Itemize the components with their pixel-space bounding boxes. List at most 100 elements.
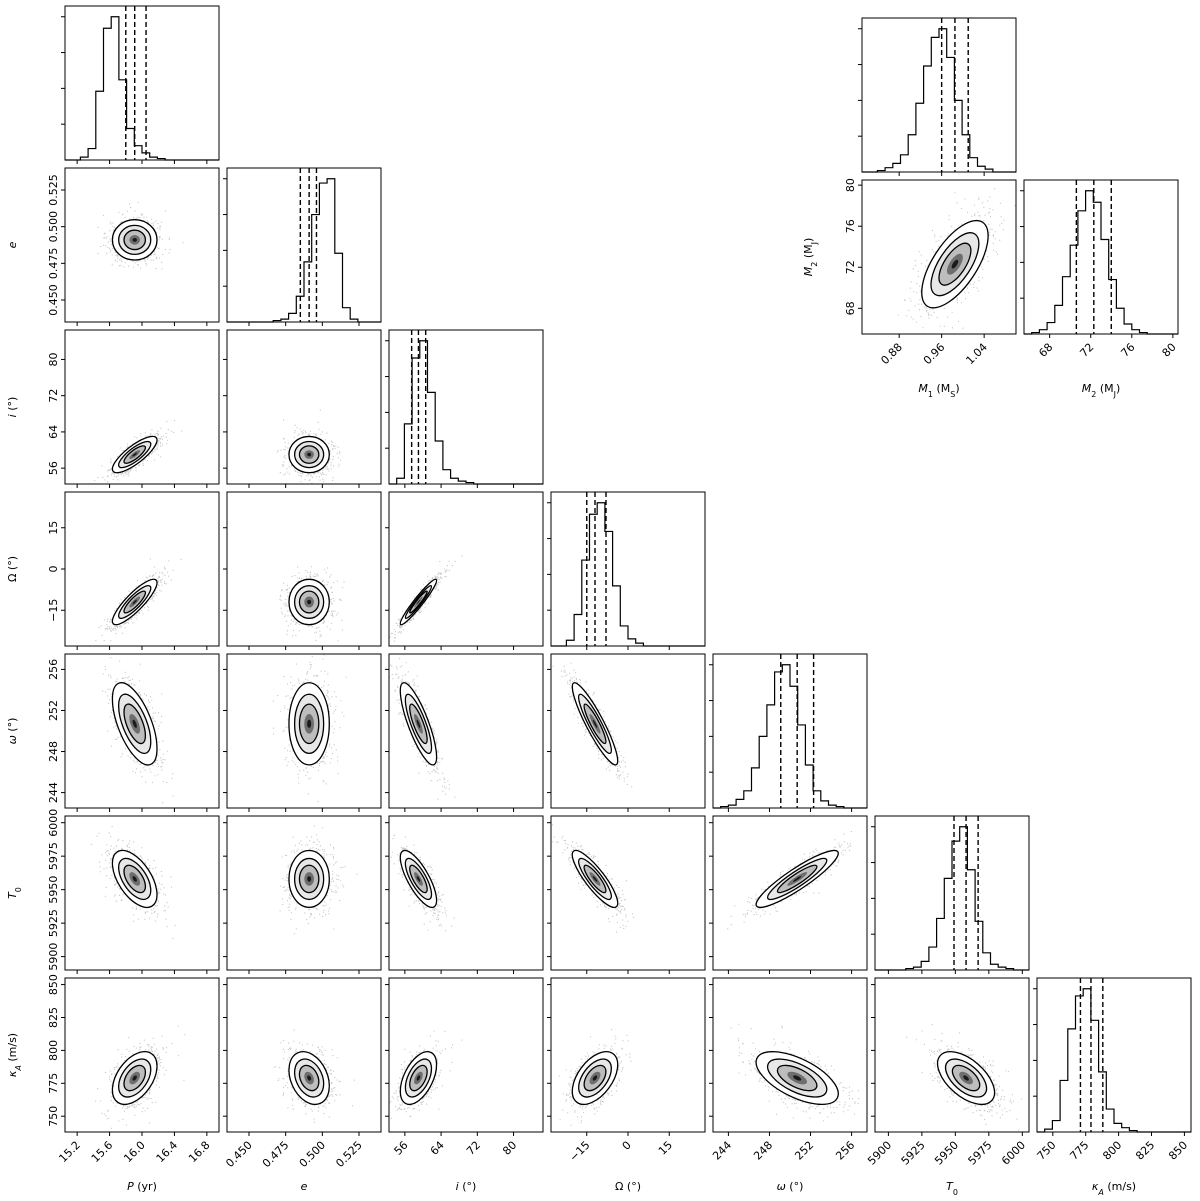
- y-tick-label-omega: 256: [47, 659, 60, 680]
- x-axis-label-omega: ω (°): [777, 1180, 804, 1193]
- density-contour: [793, 1075, 802, 1081]
- hist-T0-frame: [874, 815, 1030, 971]
- density-contour: [132, 1075, 137, 1081]
- x-tick-label-kA: 800: [1100, 1139, 1124, 1163]
- hist-i-frame: [388, 329, 544, 485]
- density-contour: [132, 719, 137, 728]
- x-axis-label-Omega: Ω (°): [615, 1180, 641, 1193]
- x-tick-label-P: 16.4: [154, 1139, 181, 1166]
- y-tick-label-i: 56: [47, 461, 60, 475]
- y-axis-label-e: e: [6, 241, 19, 248]
- y-axis-label-Omega: Ω (°): [6, 556, 19, 582]
- x-tick-label-omega: 244: [710, 1139, 734, 1163]
- panel-kA-vs-Omega-points: [558, 1028, 632, 1126]
- x-tick-label-M2: 76: [1118, 341, 1137, 360]
- x-tick-label-M2: 72: [1077, 341, 1096, 360]
- svg-text:κA (m/s): κA (m/s): [6, 1033, 23, 1077]
- y-tick-label-i: 64: [47, 425, 60, 439]
- y-axis-label-i: i (°): [6, 397, 19, 418]
- x-axis-label-M1: M1 (MS): [918, 382, 959, 399]
- x-tick-label-omega: 252: [792, 1139, 816, 1163]
- panel-T0-vs-omega-points: [727, 831, 852, 930]
- x-axis-label-e: e: [301, 1180, 308, 1193]
- svg-text:T0: T0: [946, 1180, 958, 1197]
- svg-text:i (°): i (°): [456, 1180, 477, 1193]
- svg-text:Ω (°): Ω (°): [6, 556, 19, 582]
- y-tick-label-T0: 5900: [47, 943, 60, 971]
- panel-T0-vs-Omega-points: [552, 824, 634, 933]
- x-tick-label-P: 15.2: [56, 1139, 83, 1166]
- y-tick-label-kA: 850: [47, 974, 60, 995]
- density-contour: [307, 599, 312, 605]
- panel-omega-vs-e-frame: [226, 653, 382, 809]
- y-tick-label-M2: 76: [844, 219, 857, 233]
- y-axis-label-kA: κA (m/s): [6, 1033, 23, 1077]
- hist-kA-frame: [1036, 977, 1192, 1133]
- x-tick-label-T0: 5950: [932, 1139, 961, 1168]
- x-tick-label-kA: 775: [1067, 1139, 1091, 1163]
- density-contour: [132, 599, 137, 605]
- x-tick-label-kA: 750: [1035, 1139, 1059, 1163]
- x-tick-label-Omega: 0: [620, 1139, 634, 1153]
- panel-T0-vs-i-frame: [388, 815, 544, 971]
- x-axis-label-i: i (°): [456, 1180, 477, 1193]
- density-contour: [307, 876, 312, 882]
- svg-text:κA (m/s): κA (m/s): [1092, 1180, 1136, 1197]
- panel-kA-vs-omega-points: [730, 1023, 860, 1122]
- x-tick-label-P: 15.6: [89, 1139, 116, 1166]
- density-contour: [963, 1075, 969, 1081]
- panel-kA-vs-T0-points: [906, 1024, 1023, 1131]
- panel-omega-vs-e-points: [272, 654, 347, 802]
- panel-e-vs-P-points: [97, 201, 184, 270]
- y-tick-label-M2: 80: [844, 178, 857, 192]
- density-contour: [793, 876, 802, 882]
- x-tick-label-omega: 248: [751, 1139, 775, 1163]
- y-tick-label-Omega: 15: [47, 521, 60, 535]
- density-contour: [307, 1075, 312, 1081]
- y-tick-label-i: 72: [47, 389, 60, 403]
- panel-Omega-vs-e-points: [279, 566, 345, 642]
- y-tick-label-M2: 72: [844, 260, 857, 274]
- y-tick-label-Omega: −15: [47, 599, 60, 622]
- panel-M2-vs-M1-frame: [861, 179, 1017, 335]
- x-tick-label-T0: 5925: [899, 1139, 928, 1168]
- y-tick-label-kA: 775: [47, 1073, 60, 1094]
- density-contour: [592, 719, 598, 728]
- hist-T0-histogram: [875, 826, 1029, 971]
- y-tick-label-kA: 800: [47, 1040, 60, 1061]
- x-tick-label-i: 56: [392, 1139, 411, 1158]
- svg-text:M2 (MJ): M2 (MJ): [1082, 382, 1121, 399]
- panel-T0-vs-P-points: [90, 826, 176, 939]
- hist-Omega-histogram: [551, 502, 705, 647]
- x-tick-label-e: 0.525: [333, 1139, 364, 1170]
- hist-M1-frame: [861, 17, 1017, 173]
- svg-text:i (°): i (°): [6, 397, 19, 418]
- y-tick-label-T0: 5975: [47, 842, 60, 870]
- density-contour: [132, 237, 137, 242]
- svg-text:P (yr): P (yr): [127, 1180, 157, 1193]
- x-tick-label-M1: 0.88: [878, 341, 905, 368]
- x-tick-label-Omega: 15: [656, 1139, 675, 1158]
- panel-omega-vs-Omega-points: [552, 662, 633, 788]
- x-tick-label-omega: 256: [833, 1139, 857, 1163]
- hist-kA-histogram: [1037, 988, 1191, 1133]
- hist-e-frame: [226, 167, 382, 323]
- panel-kA-vs-T0-frame: [874, 977, 1030, 1133]
- density-contour: [416, 599, 421, 605]
- density-contour: [416, 876, 421, 882]
- y-axis-label-omega: ω (°): [6, 718, 19, 745]
- x-tick-label-e: 0.450: [223, 1139, 254, 1170]
- panel-kA-vs-i-frame: [388, 977, 544, 1133]
- x-tick-label-M2: 68: [1036, 341, 1055, 360]
- panel-T0-vs-omega-frame: [712, 815, 868, 971]
- panel-kA-vs-i-points: [389, 1030, 463, 1119]
- x-tick-label-M2: 80: [1160, 341, 1179, 360]
- hist-M2-histogram: [1024, 190, 1178, 335]
- x-tick-label-M1: 0.96: [921, 341, 948, 368]
- panel-omega-vs-i-frame: [388, 653, 544, 809]
- x-tick-label-P: 16.8: [186, 1139, 213, 1166]
- y-axis-label-T0: T0: [6, 887, 23, 899]
- x-tick-label-T0: 5975: [966, 1139, 995, 1168]
- x-tick-label-kA: 825: [1133, 1139, 1157, 1163]
